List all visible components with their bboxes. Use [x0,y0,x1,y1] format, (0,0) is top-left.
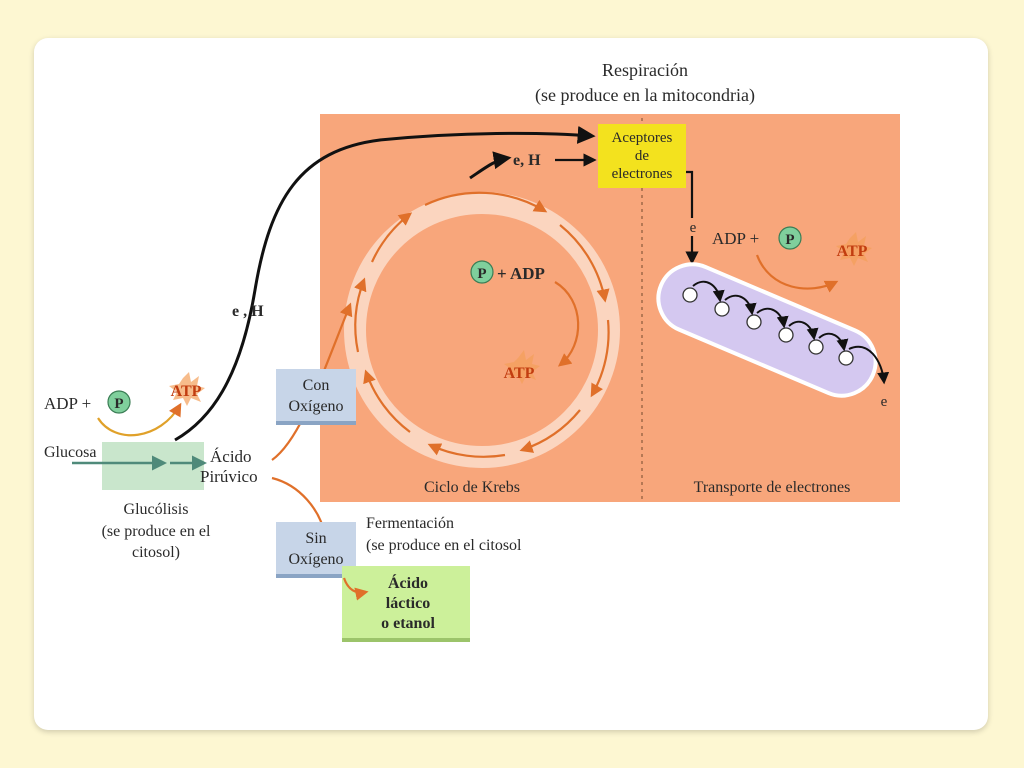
krebs-atp-label: ATP [504,365,535,382]
glycolysis-atp-label: ATP [171,383,202,400]
glycolysis-label-line3: citosol) [132,544,180,561]
acceptors-line3: electrones [612,166,673,182]
fermentation-title: Fermentación [366,515,454,532]
krebs-atp-arrow [554,281,580,367]
with-oxygen-line2: Oxígeno [288,398,343,415]
glycolysis-adp-label: ADP + [44,394,91,413]
transport-phosphate-icon [778,226,802,250]
krebs-eh-label: e, H [513,152,541,169]
transport-phosphate-label: P [785,232,794,248]
lactic-box [342,566,470,638]
without-oxygen-line2: Oxígeno [288,551,343,568]
without-oxygen-box [276,522,356,574]
glycolysis-atp-arrow [97,402,182,437]
transport-label: Transporte de electrones [694,479,851,496]
with-oxygen-box [276,369,356,421]
acceptors-box [598,124,686,188]
krebs-eh-arrow [469,151,512,180]
glucose-label: Glucosa [44,444,96,461]
transport-atp-label: ATP [837,243,868,260]
glycolysis-label-line1: Glucólisis [124,501,189,518]
acceptors-line1: Aceptores [612,130,673,146]
with-oxygen-line1: Con [303,377,330,394]
pyruvic-line1: Ácido [210,447,252,466]
transport-adp-label: ADP + [712,229,759,248]
e-label-bg [686,218,700,236]
glycolysis-label-line2: (se produce en el [102,523,211,540]
glycolysis-phosphate-icon [107,390,131,414]
pyruvic-line2: Pirúvico [200,467,258,486]
chain-electron-arrows [692,280,890,385]
fermentation-subtitle: (se produce en el citosol [366,537,522,554]
krebs-label: Ciclo de Krebs [424,479,520,496]
krebs-phosphate-label: P [477,266,486,282]
without-oxygen-line1: Sin [305,530,326,547]
electron-transport-chain [656,262,878,398]
glycolysis-eh-arrow [174,125,596,442]
lactic-box-edge [342,638,470,642]
krebs-phosphate-icon [470,260,494,284]
transport-e-out: e [881,394,888,410]
glycolysis-eh-label: e , H [232,303,264,320]
transport-atp-arrow [755,254,839,293]
krebs-cycle-arrows [354,191,610,458]
fermentation-to-lactic-arrow [342,577,369,601]
transport-atp-burst-icon [836,232,872,266]
glycolysis-atp-burst-icon [169,372,205,406]
with-oxygen-box-edge [276,421,356,425]
glycolysis-band [102,442,204,490]
krebs-atp-burst-icon [504,350,540,384]
lactic-line2: láctico [386,595,430,612]
lactic-line3: o etanol [381,615,435,632]
respiration-title: Respiración [602,60,688,80]
glycolysis-phosphate-label: P [114,396,123,412]
transport-e-in: e [690,220,697,236]
lactic-line1: Ácido [388,573,428,592]
krebs-plus-adp: + ADP [497,264,545,283]
respiration-subtitle: (se produce en la mitocondria) [535,85,755,106]
without-oxygen-box-edge [276,574,356,578]
acceptors-line2: de [635,148,650,164]
